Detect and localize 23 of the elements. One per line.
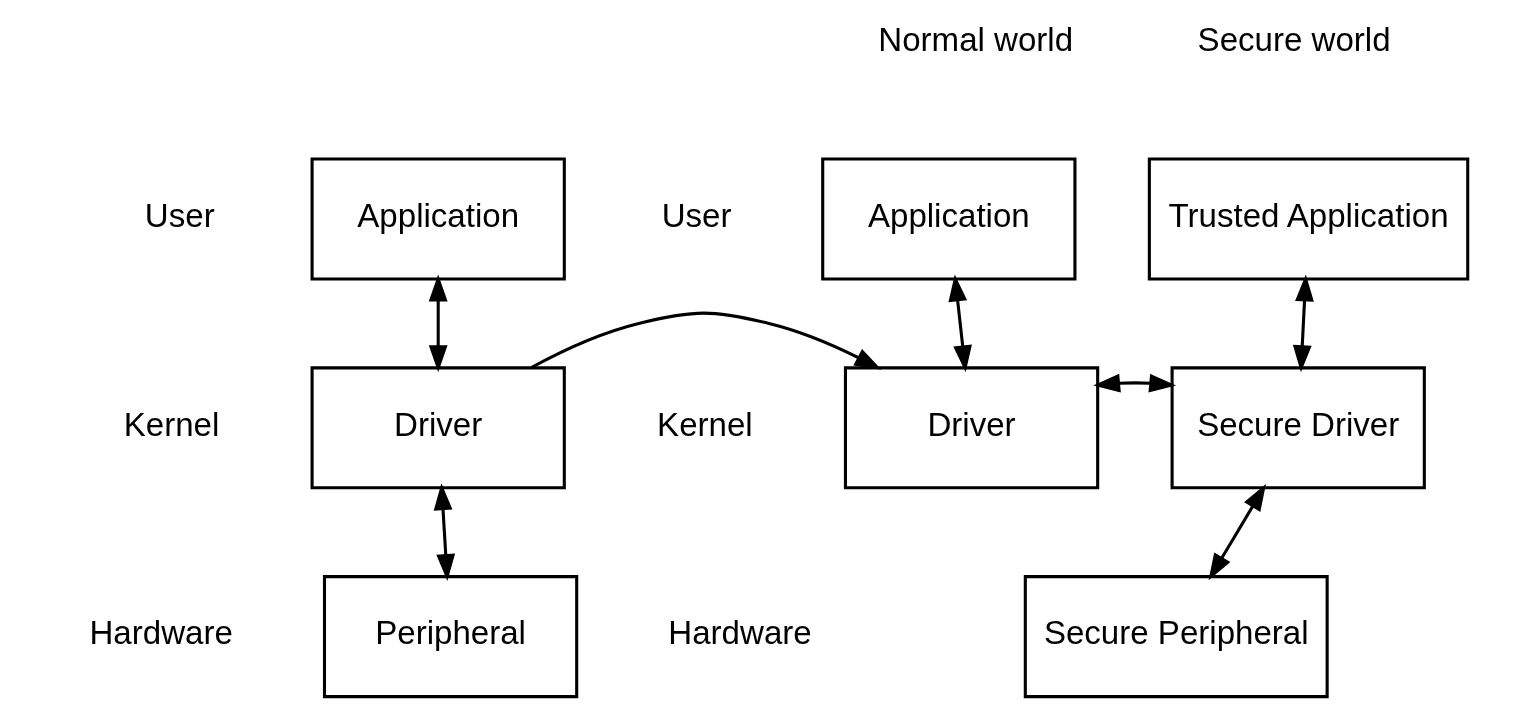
arrow [433, 483, 456, 581]
node-box: Application [821, 157, 1077, 281]
label: Kernel [123, 405, 220, 443]
node-box: Peripheral [322, 575, 579, 699]
node-box: Driver [310, 366, 566, 490]
label: Secure world [1197, 21, 1391, 59]
arrow [948, 274, 972, 373]
arrow [1292, 274, 1314, 373]
label: User [144, 196, 215, 234]
arrow [1208, 483, 1266, 581]
label: Hardware [89, 614, 233, 652]
arrow [530, 311, 882, 370]
node-box: Secure Driver [1170, 366, 1426, 490]
label: User [661, 196, 732, 234]
node-box: Trusted Application [1147, 157, 1470, 281]
arrow [428, 274, 448, 373]
node-box: Application [310, 157, 566, 281]
node-box: Driver [843, 366, 1100, 490]
label: Hardware [668, 614, 812, 652]
label: Kernel [657, 405, 753, 443]
node-box: Secure Peripheral [1023, 575, 1329, 699]
arrow [1093, 373, 1177, 393]
label: Normal world [878, 21, 1074, 59]
